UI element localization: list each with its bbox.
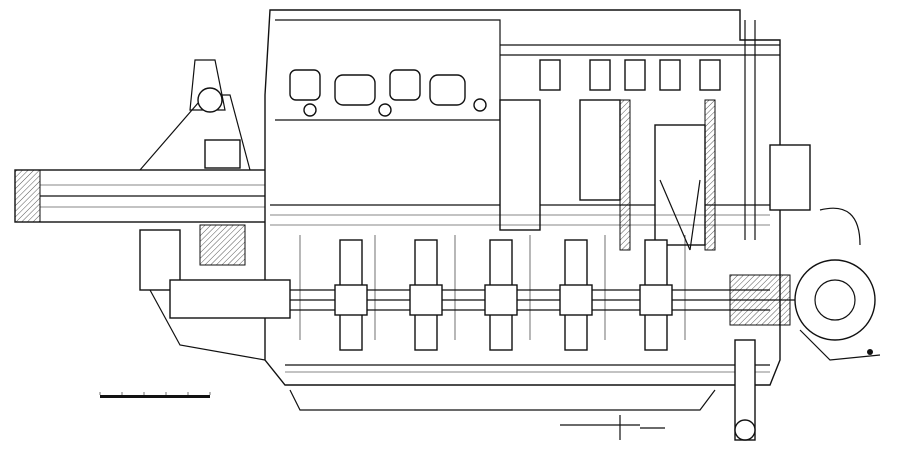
cylinder-section: [499, 99, 716, 251]
propeller-shaft-housing: [14, 169, 290, 223]
cylinder-5-rod: [639, 239, 673, 351]
valve-cover-block: [275, 19, 501, 121]
cylinder-2-rod: [409, 239, 443, 351]
cylinder-3-rod: [484, 239, 518, 351]
rear-accessories: [729, 144, 881, 441]
front-bearing-bracket: [139, 59, 266, 361]
valve-train: [500, 20, 780, 240]
cylinder-1-rod: [334, 239, 368, 351]
crank-webs: [270, 214, 770, 340]
connecting-rods: [270, 214, 770, 351]
oil-sump: [289, 389, 716, 440]
scale-bar: [99, 392, 211, 398]
cylinder-4-rod: [559, 239, 593, 351]
